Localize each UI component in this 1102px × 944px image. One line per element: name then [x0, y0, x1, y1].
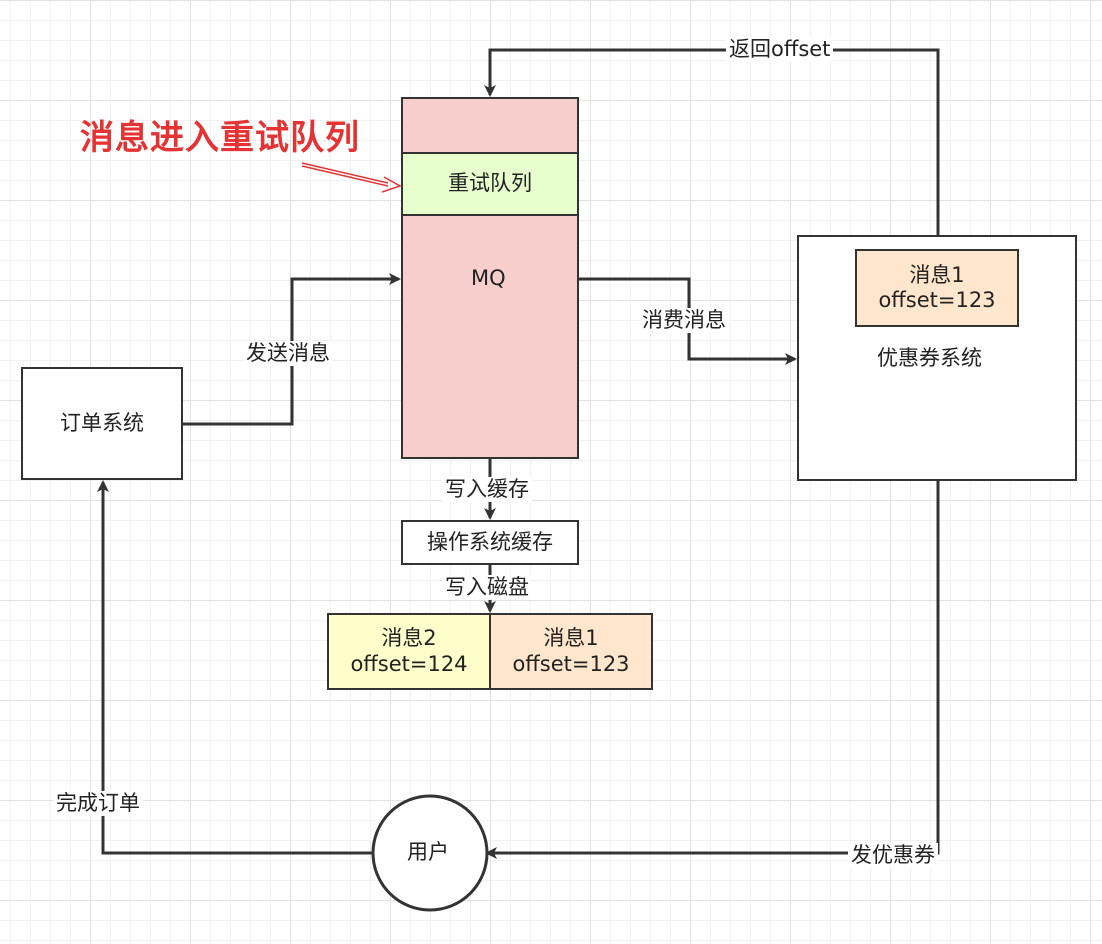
os-cache-label: 操作系统缓存 [427, 529, 553, 554]
mq-label: MQ [471, 266, 506, 290]
edge-label-write-disk: 写入磁盘 [442, 575, 532, 601]
order-system-label: 订单系统 [60, 410, 144, 435]
edge-label-consume-message: 消费消息 [639, 308, 729, 334]
annotation-arrow [301, 162, 402, 193]
disk-message-box: 消息2 offset=124 [327, 613, 491, 690]
coupon-system-label: 优惠券系统 [877, 346, 982, 370]
disk-message-box: 消息1 offset=123 [489, 613, 653, 690]
edge-label-issue-coupon: 发优惠券 [848, 843, 938, 869]
disk-message-title: 消息1 [543, 626, 599, 651]
retry-queue-box: 重试队列 [401, 152, 579, 216]
edge-label-write-cache: 写入缓存 [442, 477, 532, 503]
user-circle [371, 794, 489, 912]
coupon-message-offset: offset=123 [878, 288, 996, 312]
order-system-box: 订单系统 [21, 367, 183, 480]
annotation-title: 消息进入重试队列 [80, 118, 360, 158]
os-cache-box: 操作系统缓存 [401, 520, 579, 565]
disk-message-offset: offset=123 [512, 651, 630, 676]
edge-label-complete-order: 完成订单 [53, 791, 143, 817]
edge-return-offset [484, 48, 940, 235]
coupon-message-box: 消息1 offset=123 [855, 249, 1019, 327]
disk-message-title: 消息2 [381, 626, 437, 651]
retry-queue-label: 重试队列 [448, 171, 532, 196]
disk-message-offset: offset=124 [350, 651, 468, 676]
edge-label-return-offset: 返回offset [726, 37, 834, 63]
user-label: 用户 [407, 840, 449, 864]
edge-issue-coupon [485, 481, 940, 859]
coupon-system-box [797, 235, 1077, 481]
edge-complete-order [97, 480, 373, 855]
coupon-message-title: 消息1 [909, 262, 965, 287]
edge-label-send-message: 发送消息 [243, 341, 333, 367]
